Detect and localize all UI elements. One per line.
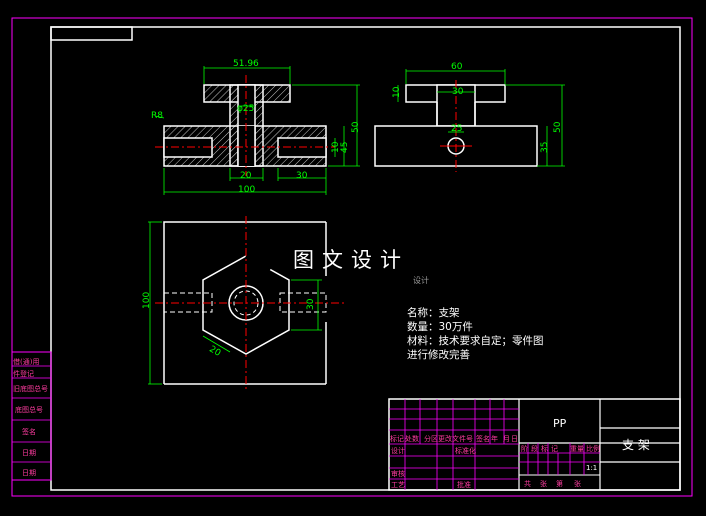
tb-header-count: 处数 [405,434,419,443]
strip-label-2: 件登记 [13,369,34,378]
tb-process: 工艺 [391,481,405,489]
title-block [388,398,681,491]
strip-label-4: 底图总号 [15,405,43,414]
note-name: 名称：支架 [407,306,460,319]
tb-scale-label: 比例 [586,444,600,453]
tb-header-day: 日 [511,435,518,443]
dim-side-50: 50 [553,121,563,133]
outer-frame [11,17,693,497]
watermark-text: 图文设计 [293,248,409,272]
note-remark: 进行修改完善 [407,348,470,361]
tb-approve: 批准 [457,480,471,489]
inner-border [50,26,681,491]
top-left-label-box [50,26,133,41]
dim-top-30: 30 [306,298,316,310]
tb-stage-2: 段 [531,444,538,453]
dim-front-50: 50 [351,121,361,133]
tb-sheet-unit2: 张 [574,479,581,488]
dim-front-20: 20 [240,171,252,181]
part-code: PP [553,417,567,430]
dim-side-35: 35 [540,142,550,153]
strip-label-6: 日期 [22,449,36,457]
front-view [154,66,360,195]
tb-header-mark: 标记 [390,434,404,443]
tb-header-month: 月 [503,435,510,443]
dim-front-30: 30 [296,171,308,181]
tb-stage-1: 阶 [521,444,528,453]
dim-side-10: 10 [392,86,402,98]
dim-r8: R8 [151,111,163,121]
tb-header-sign: 签名 [476,434,490,443]
tb-stage-4: 记 [551,445,558,453]
left-revision-strip [11,351,52,481]
tb-scale-value: 1:1 [586,464,597,472]
dim-bore-diameter: φ25 [237,104,254,114]
tb-design: 设计 [391,446,405,455]
strip-label-7: 日期 [22,469,36,477]
tb-review: 审核 [391,469,405,478]
part-name: 支 架 [622,438,650,452]
dim-51-96: 51.96 [233,59,259,69]
dim-top-100: 100 [142,292,152,309]
tb-weight: 重量 [570,445,584,453]
strip-label-1: 借(通)用 [13,357,39,366]
note-material: 材料：技术要求自定；零件图 [407,334,544,347]
tb-header-change: 更改文件号 [438,434,473,443]
tb-header-zone: 分区 [424,434,438,443]
dim-side-30: 30 [452,87,464,97]
strip-label-3: 旧底图总号 [13,384,48,393]
tb-sheet-num: 第 [556,479,563,488]
tb-stage-3: 标 [541,444,548,453]
watermark-subtext: 设计 [413,275,429,285]
top-view [148,216,345,390]
dim-side-60: 60 [451,62,463,72]
dim-side-25: 25 [451,124,462,134]
tb-sheet-total: 共 [524,479,531,488]
tb-header-year: 年 [491,434,498,443]
strip-label-5: 签名 [22,427,36,436]
note-quantity: 数量：30万件 [407,320,473,333]
dim-front-10: 10 [331,141,341,153]
tb-sheet-unit1: 张 [540,479,547,488]
tb-standardize: 标准化 [455,446,476,455]
dim-front-45: 45 [340,142,350,153]
dim-front-100: 100 [238,185,255,195]
side-view [374,69,565,172]
